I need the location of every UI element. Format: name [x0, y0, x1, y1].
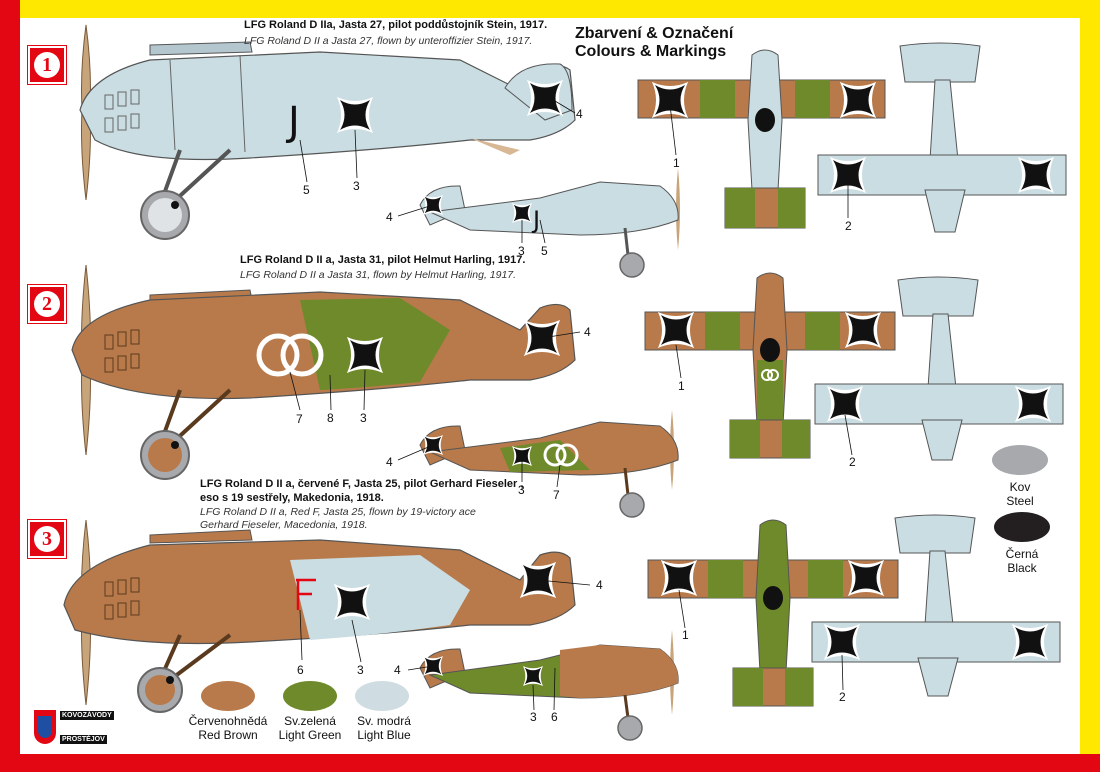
border-left-red [0, 0, 20, 772]
scheme-2-top-right-cross [843, 310, 883, 350]
scheme-1-fin-cross [525, 78, 565, 118]
scheme-1-title-en: LFG Roland D II a Jasta 27, flown by unt… [244, 35, 533, 47]
scheme-3-letter-f [296, 578, 316, 610]
border-right-yellow [1080, 0, 1100, 772]
callout-number: 7 [553, 488, 560, 502]
header-title-cz: Zbarvení & Označení [575, 25, 734, 42]
scheme-3-title-en-1: LFG Roland D II a, Red F, Jasta 25, flow… [200, 506, 476, 518]
scheme-2-number-badge: 2 [28, 285, 66, 323]
scheme-1-bottom-right-cross [1016, 155, 1056, 195]
scheme-2-side-view-small [419, 410, 679, 518]
scheme-3-number-badge: 3 [28, 520, 66, 558]
border-top-yellow [0, 0, 1100, 18]
callout-number: 8 [327, 411, 334, 425]
callout-leader-lines [289, 94, 853, 711]
scheme-3-title-cz-2: eso s 19 sestřely, Makedonia, 1918. [200, 492, 384, 504]
scheme-3-side-view-small [419, 630, 679, 741]
header-title-en: Colours & Markings [575, 43, 727, 60]
callout-number: 1 [682, 628, 689, 642]
callout-number: 2 [845, 219, 852, 233]
logo-shield-inner-icon [38, 716, 52, 738]
logo-text-kovozavody: KOVOZÁVODY [60, 711, 114, 720]
scheme-3-title-en-2: Gerhard Fieseler, Macedonia, 1918. [200, 519, 368, 531]
scheme-2-fuselage-cross [345, 335, 385, 375]
scheme-1-top-right-cross [838, 80, 878, 120]
callout-number: 3 [518, 244, 525, 258]
callout-number: 4 [386, 210, 393, 224]
callout-number: 5 [303, 183, 310, 197]
scheme-1-number-badge: 1 [28, 46, 66, 84]
callout-number: 4 [386, 455, 393, 469]
scheme-1-title-cz: LFG Roland D IIa, Jasta 27, pilot poddůs… [244, 19, 548, 31]
scheme-2-bottom-right-cross [1013, 384, 1053, 424]
scheme-1-fuselage-cross [335, 95, 375, 135]
swatch-light-green [283, 681, 337, 711]
svg-text:J: J [531, 206, 540, 234]
swatch-red-brown [201, 681, 255, 711]
scheme-3-bottom-right-cross [1010, 622, 1050, 662]
callout-number: 5 [541, 244, 548, 258]
scheme-2-top-view [644, 272, 896, 459]
swatch-steel [992, 445, 1048, 475]
callout-number: 3 [518, 483, 525, 497]
callout-number: 4 [394, 663, 401, 677]
scheme-2-top-left-cross [656, 310, 696, 350]
callout-number: 3 [353, 179, 360, 193]
scheme-1-bottom-view [817, 42, 1067, 233]
callout-number: 3 [360, 411, 367, 425]
callout-number: 4 [576, 107, 583, 121]
scheme-3-bottom-view [811, 514, 1061, 697]
callout-number: 4 [596, 578, 603, 592]
scheme-1-top-view [637, 49, 886, 229]
scheme-1-side-view-small: J [419, 168, 680, 278]
border-bottom-red [0, 754, 1100, 772]
scheme-2-title-cz: LFG Roland D II a, Jasta 31, pilot Helmu… [240, 254, 526, 266]
scheme-1-side-view: J [79, 24, 576, 240]
callout-number: 1 [678, 379, 685, 393]
scheme-3-title-cz-1: LFG Roland D II a, červené F, Jasta 25, … [200, 478, 524, 490]
scheme-2-bottom-view [814, 276, 1064, 461]
scheme-2-title-en: LFG Roland D II a Jasta 31, flown by Hel… [240, 269, 517, 281]
callout-number: 7 [296, 412, 303, 426]
kovozavody-prostejov-logo: KOVOZÁVODY PROSTĚJOV [22, 708, 114, 748]
callout-number: 6 [551, 710, 558, 724]
scheme-3-fuselage-cross [332, 582, 372, 622]
scheme-1-top-left-cross [650, 80, 690, 120]
swatch-light-blue [355, 681, 409, 711]
callout-number: 3 [357, 663, 364, 677]
callout-number: 2 [839, 690, 846, 704]
callout-number: 1 [673, 156, 680, 170]
callout-number: 6 [297, 663, 304, 677]
scheme-3-top-view [647, 519, 899, 707]
callout-number: 3 [530, 710, 537, 724]
callout-number: 2 [849, 455, 856, 469]
scheme-3-top-right-cross [846, 558, 886, 598]
logo-text-prostejov: PROSTĚJOV [60, 735, 107, 744]
scheme-2-bottom-left-cross [825, 384, 865, 424]
scheme-2-side-view [71, 264, 576, 480]
callout-number: 4 [584, 325, 591, 339]
swatch-black [994, 512, 1050, 542]
scheme-1-letter-j: J [285, 99, 300, 145]
